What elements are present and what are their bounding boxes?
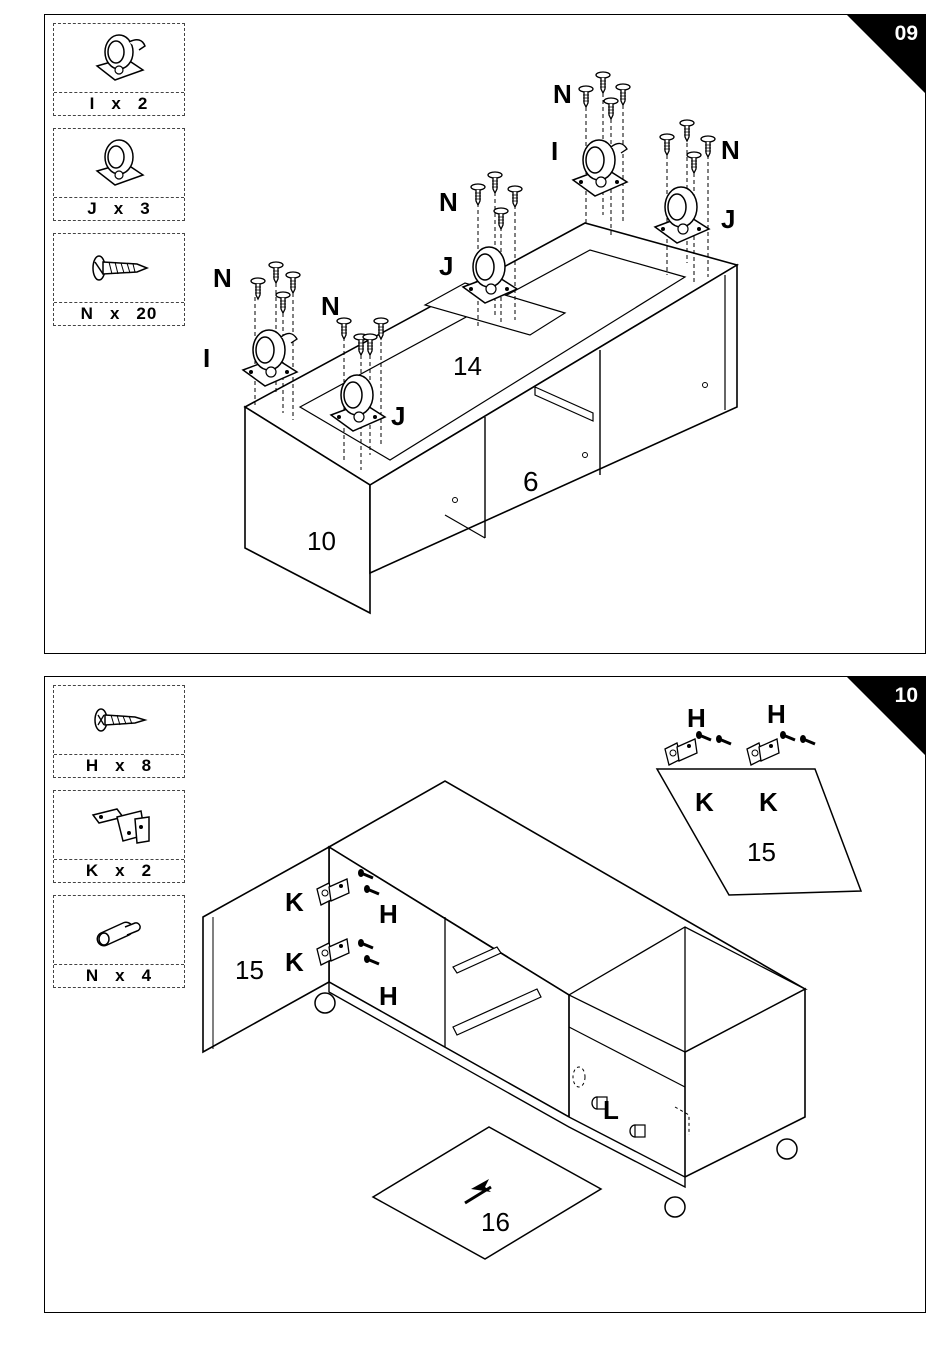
panel-10-label: 10 (307, 526, 336, 556)
label-k: K (285, 947, 304, 977)
door-15-label: 15 (747, 837, 776, 867)
label-k: K (695, 787, 714, 817)
label-n: N (439, 187, 458, 217)
label-n: N (213, 263, 232, 293)
label-n: N (553, 79, 572, 109)
label-k: K (759, 787, 778, 817)
label-i: I (551, 136, 558, 166)
panel-16-label: 16 (481, 1207, 510, 1237)
panel-6-label: 6 (523, 466, 539, 497)
label-h: H (379, 899, 398, 929)
label-j: J (391, 401, 405, 431)
door-15-label: 15 (235, 955, 264, 985)
label-h: H (767, 699, 786, 729)
label-n: N (321, 291, 340, 321)
label-i: I (203, 343, 210, 373)
label-n: N (721, 135, 740, 165)
label-j: J (439, 251, 453, 281)
label-j: J (721, 204, 735, 234)
panel-14-label: 14 (453, 351, 482, 381)
label-k: K (285, 887, 304, 917)
label-h: H (379, 981, 398, 1011)
label-h: H (687, 703, 706, 733)
cabinet-caster-illustration: N N N N N I I J J J 14 10 6 (45, 15, 925, 653)
cabinet-door-illustration: H H K K 15 K K H H 15 L 16 (45, 677, 925, 1312)
label-l: L (603, 1095, 619, 1125)
